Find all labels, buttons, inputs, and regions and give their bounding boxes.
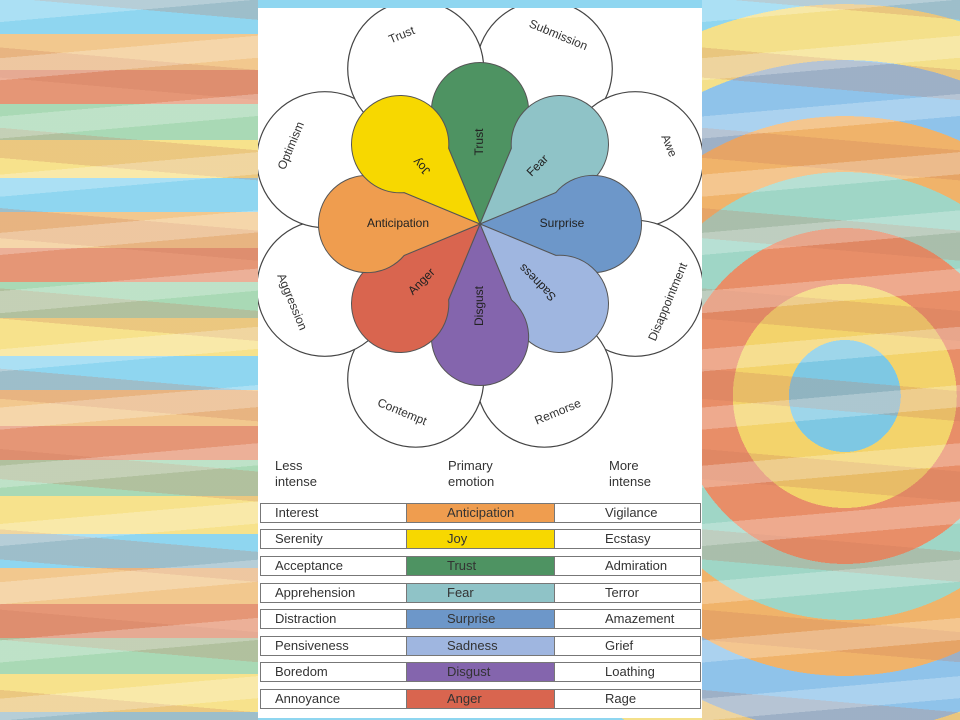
less-intense-cell: Interest (260, 503, 407, 523)
primary-emotion-cell: Trust (407, 556, 554, 576)
more-intense-cell: Admiration (554, 556, 701, 576)
primary-emotion-cell: Joy (407, 529, 554, 549)
table-row: Distraction Surprise Amazement (260, 609, 701, 629)
primary-emotion-cell: Surprise (407, 609, 554, 629)
primary-label-disgust: Disgust (472, 285, 486, 326)
less-intense-cell: Distraction (260, 609, 407, 629)
background-right (702, 0, 960, 720)
header-less-intense: Less intense (275, 458, 317, 490)
primary-label-trust: Trust (472, 128, 486, 156)
more-intense-cell: Terror (554, 583, 701, 603)
primary-label-anticipation: Anticipation (367, 216, 429, 230)
table-row: Boredom Disgust Loathing (260, 662, 701, 682)
more-intense-cell: Grief (554, 636, 701, 656)
emotion-wheel: SubmissionAweDisappointmentRemorseContem… (258, 8, 702, 448)
primary-emotion-cell: Anger (407, 689, 554, 709)
header-more-line2: intense (609, 474, 651, 489)
header-less-line2: intense (275, 474, 317, 489)
petal-joy (351, 95, 481, 225)
less-intense-cell: Boredom (260, 662, 407, 682)
header-primary-line1: Primary (448, 458, 493, 473)
less-intense-cell: Annoyance (260, 689, 407, 709)
less-intense-cell: Serenity (260, 529, 407, 549)
table-row: Serenity Joy Ecstasy (260, 529, 701, 549)
less-intense-cell: Acceptance (260, 556, 407, 576)
more-intense-cell: Loathing (554, 662, 701, 682)
header-more-line1: More (609, 458, 639, 473)
more-intense-cell: Amazement (554, 609, 701, 629)
background-left (0, 0, 258, 720)
table-row: Annoyance Anger Rage (260, 689, 701, 709)
less-intense-cell: Apprehension (260, 583, 407, 603)
table-row: Acceptance Trust Admiration (260, 556, 701, 576)
header-primary-emotion: Primary emotion (448, 458, 494, 490)
more-intense-cell: Rage (554, 689, 701, 709)
more-intense-cell: Vigilance (554, 503, 701, 523)
table-row: Apprehension Fear Terror (260, 583, 701, 603)
more-intense-cell: Ecstasy (554, 529, 701, 549)
primary-label-surprise: Surprise (540, 216, 585, 230)
header-more-intense: More intense (609, 458, 651, 490)
primary-emotion-cell: Fear (407, 583, 554, 603)
table-row: Interest Anticipation Vigilance (260, 503, 701, 523)
primary-emotion-cell: Anticipation (407, 503, 554, 523)
header-primary-line2: emotion (448, 474, 495, 489)
primary-emotion-cell: Disgust (407, 662, 554, 682)
header-less-line1: Less (275, 458, 303, 473)
table-row: Pensiveness Sadness Grief (260, 636, 701, 656)
less-intense-cell: Pensiveness (260, 636, 407, 656)
primary-emotion-cell: Sadness (407, 636, 554, 656)
